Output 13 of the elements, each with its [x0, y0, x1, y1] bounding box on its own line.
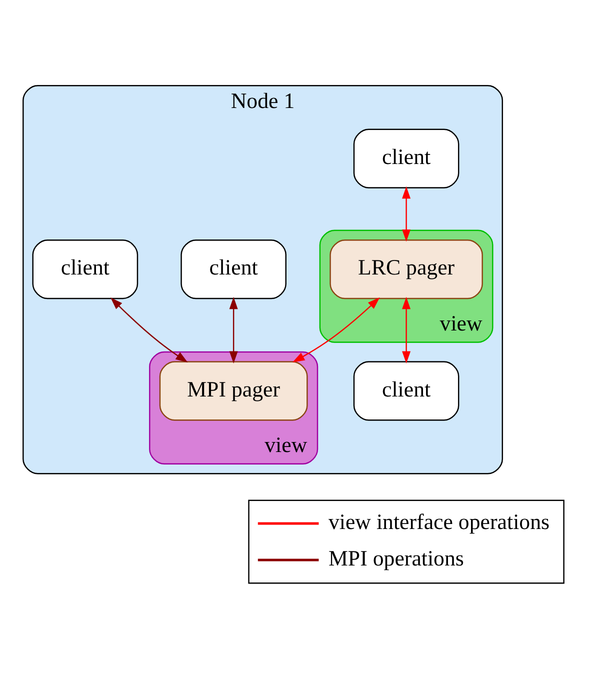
arrow [402, 186, 411, 242]
legend-label: MPI operations [328, 545, 464, 570]
node-box: client [353, 361, 460, 421]
node-box: client [353, 128, 460, 188]
node-box: client [180, 239, 286, 300]
legend-label: view interface operations [328, 508, 550, 534]
node-box: client [32, 239, 138, 300]
arrow [402, 296, 411, 364]
node-box: MPI pager [159, 361, 308, 421]
node-box: LRC pager [330, 239, 483, 300]
arrow [229, 296, 238, 364]
arrow [110, 298, 188, 362]
arrow [292, 297, 380, 362]
